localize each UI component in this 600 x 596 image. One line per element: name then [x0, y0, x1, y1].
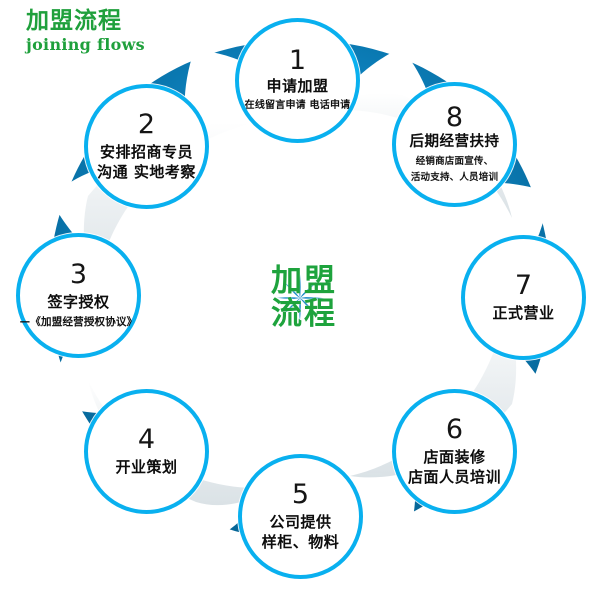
step-circle-7[interactable]: 7 正式营业 — [461, 235, 586, 360]
step-sub: —《加盟经营授权协议》 — [19, 315, 138, 328]
step-sub: 店面人员培训 — [407, 467, 501, 486]
step-circle-1[interactable]: 1 申请加盟 在线留言申请 电话申请 — [235, 18, 360, 143]
step-label: 申请加盟 — [266, 77, 329, 96]
step-sub: 样柜、物料 — [261, 532, 340, 551]
step-number: 4 — [137, 423, 156, 455]
step-circle-2[interactable]: 2 安排招商专员 沟通 实地考察 — [84, 84, 209, 209]
step-sub: 在线留言申请 电话申请 — [244, 100, 351, 112]
step-label: 安排招商专员 — [99, 143, 193, 162]
step-number: 5 — [291, 479, 310, 511]
step-circle-8[interactable]: 8 后期经营扶持 经销商店面宣传、 活动支持、人员培训 — [392, 82, 517, 207]
step-label: 正式营业 — [492, 303, 555, 322]
step-circle-6[interactable]: 6 店面装修 店面人员培训 — [392, 389, 517, 514]
title-english: joining flows — [26, 35, 145, 55]
step-number: 3 — [69, 258, 88, 290]
step-sub: 经销商店面宣传、 — [415, 155, 494, 167]
step-number: 1 — [288, 45, 307, 77]
title-chinese: 加盟流程 — [26, 8, 122, 34]
step-number: 6 — [445, 414, 464, 446]
wheel-inner-swirl — [113, 111, 487, 485]
step-circle-3[interactable]: 3 签字授权 —《加盟经营授权协议》 — [16, 233, 141, 358]
step-number: 7 — [514, 269, 533, 301]
step-sub: 沟通 实地考察 — [97, 162, 196, 181]
step-circle-4[interactable]: 4 开业策划 — [84, 389, 209, 514]
step-label: 公司提供 — [269, 513, 332, 532]
step-label: 店面装修 — [423, 448, 486, 467]
step-number: 2 — [137, 109, 156, 141]
step-number: 8 — [445, 101, 464, 133]
step-label: 后期经营扶持 — [409, 133, 500, 150]
step-circle-5[interactable]: 5 公司提供 样柜、物料 — [238, 454, 363, 579]
step-label: 签字授权 — [47, 292, 110, 311]
step-label: 开业策划 — [115, 457, 178, 476]
page-title: 加盟流程 joining flows — [26, 8, 145, 54]
step-sub-2: 活动支持、人员培训 — [410, 172, 499, 184]
